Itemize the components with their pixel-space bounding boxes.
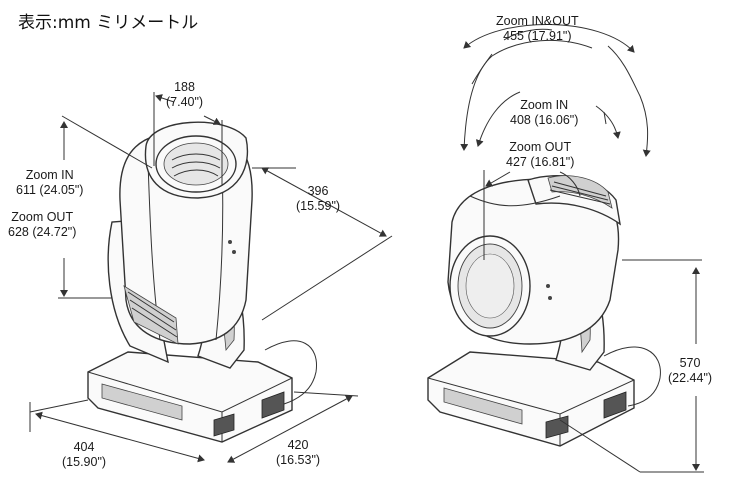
height-mm: 570 <box>679 356 701 370</box>
depth-dimension: 396 (15.59") <box>296 184 340 214</box>
zoom-in-height-dimension: Zoom IN 611 (24.05") <box>16 168 83 198</box>
zoom-in-out-value: 455 (17.91") <box>503 29 572 43</box>
zoom-out-height-dimension: Zoom OUT 628 (24.72") <box>8 210 76 240</box>
base-width-mm: 404 <box>73 440 95 454</box>
right-fixture <box>427 175 661 447</box>
head-width-dimension: 188 (7.40") <box>166 80 203 110</box>
zoom-out-value: 427 (16.81") <box>506 155 575 169</box>
right-dimension-lines <box>460 24 704 473</box>
base-width-dimension: 404 (15.90") <box>62 440 106 470</box>
zoom-in-height-value: 611 (24.05") <box>16 183 84 197</box>
base-depth-dimension: 420 (16.53") <box>276 438 320 468</box>
head-width-in: (7.40") <box>166 95 204 109</box>
unit-label: 表示:mm ミリメートル <box>18 13 199 33</box>
depth-in: (15.59") <box>296 199 341 213</box>
base-depth-in: (16.53") <box>276 453 321 467</box>
head-width-mm: 188 <box>174 80 195 94</box>
zoom-in-out-label: Zoom IN&OUT <box>496 14 579 28</box>
left-dimension-lines <box>29 92 393 463</box>
zoom-in-height-label: Zoom IN <box>25 168 74 182</box>
zoom-out-dimension: Zoom OUT 427 (16.81") <box>506 140 574 170</box>
zoom-out-height-label: Zoom OUT <box>11 210 74 224</box>
zoom-in-out-dimension: Zoom IN&OUT 455 (17.91") <box>496 14 579 44</box>
base-depth-mm: 420 <box>287 438 309 452</box>
zoom-out-height-value: 628 (24.72") <box>8 225 77 239</box>
left-fixture <box>87 121 317 443</box>
depth-mm: 396 <box>307 184 329 198</box>
zoom-in-value: 408 (16.06") <box>510 113 579 127</box>
zoom-out-label: Zoom OUT <box>509 140 572 154</box>
zoom-in-dimension: Zoom IN 408 (16.06") <box>510 98 578 128</box>
base-width-in: (15.90") <box>62 455 107 469</box>
height-dimension: 570 (22.44") <box>668 356 712 386</box>
height-in: (22.44") <box>668 371 713 385</box>
zoom-in-label: Zoom IN <box>520 98 569 112</box>
